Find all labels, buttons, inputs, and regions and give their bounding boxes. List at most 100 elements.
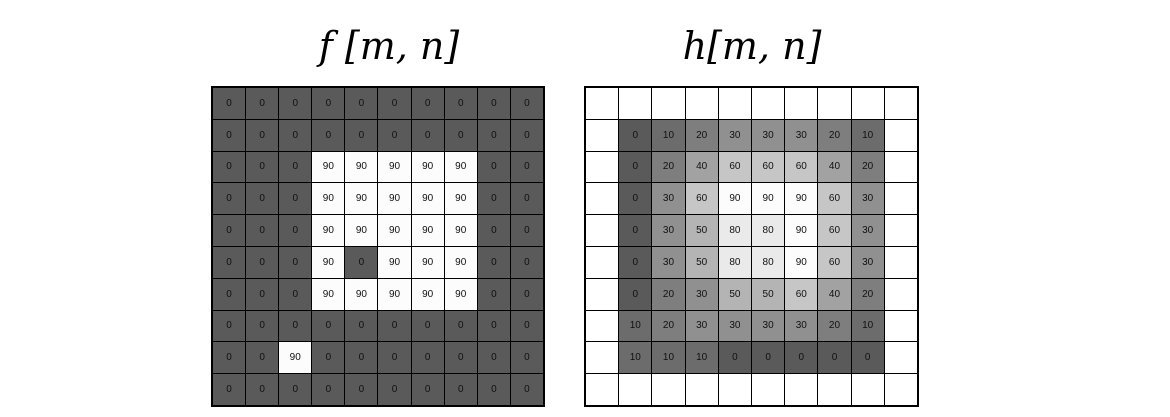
input-pixel-cell: 0 bbox=[246, 183, 279, 215]
input-pixel-cell: 0 bbox=[510, 342, 543, 374]
output-pixel-cell: 30 bbox=[685, 278, 718, 310]
output-pixel-cell: 20 bbox=[818, 310, 851, 342]
output-pixel-cell bbox=[818, 374, 851, 405]
input-pixel-cell: 0 bbox=[279, 215, 312, 246]
input-pixel-cell: 0 bbox=[345, 88, 378, 119]
output-pixel-cell bbox=[884, 215, 917, 246]
output-pixel-cell: 0 bbox=[785, 342, 818, 374]
input-pixel-cell: 0 bbox=[510, 374, 543, 405]
output-pixel-cell: 10 bbox=[652, 119, 685, 151]
input-pixel-cell: 0 bbox=[477, 215, 510, 246]
input-pixel-cell: 90 bbox=[345, 151, 378, 183]
output-pixel-cell: 20 bbox=[652, 278, 685, 310]
output-pixel-cell bbox=[884, 310, 917, 342]
output-pixel-cell: 80 bbox=[718, 246, 751, 278]
output-pixel-cell: 0 bbox=[818, 342, 851, 374]
input-pixel-cell: 0 bbox=[246, 374, 279, 405]
input-pixel-cell: 0 bbox=[213, 342, 246, 374]
output-pixel-cell bbox=[652, 374, 685, 405]
input-pixel-cell: 0 bbox=[279, 151, 312, 183]
output-pixel-cell bbox=[752, 88, 785, 119]
input-pixel-cell: 0 bbox=[510, 119, 543, 151]
output-pixel-cell bbox=[884, 374, 917, 405]
input-pixel-cell: 0 bbox=[477, 310, 510, 342]
output-pixel-cell bbox=[586, 342, 619, 374]
output-pixel-cell bbox=[851, 88, 884, 119]
input-pixel-cell: 0 bbox=[477, 119, 510, 151]
output-pixel-cell: 10 bbox=[619, 342, 652, 374]
input-pixel-cell: 0 bbox=[411, 342, 444, 374]
input-pixel-cell: 0 bbox=[279, 183, 312, 215]
output-pixel-cell bbox=[652, 88, 685, 119]
input-pixel-cell: 90 bbox=[444, 215, 477, 246]
input-pixel-cell: 90 bbox=[444, 183, 477, 215]
output-pixel-cell: 0 bbox=[619, 246, 652, 278]
input-pixel-cell: 0 bbox=[246, 88, 279, 119]
output-pixel-cell bbox=[586, 119, 619, 151]
input-pixel-cell: 0 bbox=[213, 278, 246, 310]
input-pixel-cell: 0 bbox=[510, 215, 543, 246]
output-pixel-cell: 0 bbox=[752, 342, 785, 374]
output-pixel-cell: 60 bbox=[818, 183, 851, 215]
output-pixel-cell: 90 bbox=[785, 215, 818, 246]
input-pixel-cell: 0 bbox=[312, 310, 345, 342]
input-pixel-cell: 0 bbox=[444, 119, 477, 151]
input-pixel-cell: 0 bbox=[378, 119, 411, 151]
output-pixel-cell: 0 bbox=[718, 342, 751, 374]
output-pixel-cell: 40 bbox=[818, 151, 851, 183]
input-pixel-cell: 0 bbox=[246, 278, 279, 310]
output-pixel-cell bbox=[884, 342, 917, 374]
input-image-title: f [m, n] bbox=[318, 24, 460, 68]
input-pixel-cell: 90 bbox=[378, 246, 411, 278]
input-pixel-cell: 90 bbox=[312, 246, 345, 278]
input-pixel-cell: 0 bbox=[345, 246, 378, 278]
output-pixel-cell: 20 bbox=[652, 151, 685, 183]
output-pixel-cell: 50 bbox=[718, 278, 751, 310]
input-pixel-cell: 0 bbox=[213, 374, 246, 405]
output-pixel-cell: 30 bbox=[652, 215, 685, 246]
input-pixel-cell: 0 bbox=[477, 88, 510, 119]
output-pixel-cell: 0 bbox=[619, 215, 652, 246]
output-pixel-cell bbox=[818, 88, 851, 119]
input-pixel-cell: 90 bbox=[312, 215, 345, 246]
output-pixel-cell bbox=[785, 88, 818, 119]
input-pixel-cell: 0 bbox=[510, 310, 543, 342]
output-pixel-cell bbox=[586, 215, 619, 246]
input-pixel-cell: 0 bbox=[444, 342, 477, 374]
output-pixel-cell bbox=[586, 310, 619, 342]
output-pixel-cell: 60 bbox=[718, 151, 751, 183]
input-pixel-cell: 0 bbox=[345, 119, 378, 151]
input-pixel-cell: 90 bbox=[378, 215, 411, 246]
output-pixel-cell: 30 bbox=[685, 310, 718, 342]
output-pixel-cell bbox=[586, 374, 619, 405]
output-pixel-cell: 60 bbox=[785, 151, 818, 183]
input-pixel-cell: 90 bbox=[345, 215, 378, 246]
input-pixel-cell: 90 bbox=[444, 151, 477, 183]
input-pixel-cell: 0 bbox=[378, 342, 411, 374]
input-pixel-cell: 0 bbox=[312, 88, 345, 119]
input-pixel-cell: 0 bbox=[279, 246, 312, 278]
output-pixel-cell: 30 bbox=[752, 119, 785, 151]
input-pixel-cell: 0 bbox=[411, 88, 444, 119]
input-pixel-cell: 0 bbox=[213, 183, 246, 215]
input-pixel-cell: 90 bbox=[444, 246, 477, 278]
output-pixel-cell: 80 bbox=[752, 246, 785, 278]
output-pixel-cell bbox=[586, 151, 619, 183]
output-pixel-cell: 30 bbox=[752, 310, 785, 342]
input-pixel-cell: 0 bbox=[345, 310, 378, 342]
input-pixel-cell: 0 bbox=[510, 88, 543, 119]
input-pixel-cell: 90 bbox=[411, 215, 444, 246]
output-pixel-cell bbox=[884, 278, 917, 310]
input-pixel-cell: 90 bbox=[411, 183, 444, 215]
input-pixel-cell: 0 bbox=[246, 342, 279, 374]
output-pixel-cell: 10 bbox=[851, 119, 884, 151]
input-pixel-cell: 90 bbox=[345, 183, 378, 215]
output-pixel-cell bbox=[884, 151, 917, 183]
input-pixel-cell: 0 bbox=[345, 342, 378, 374]
input-pixel-cell: 0 bbox=[312, 342, 345, 374]
output-pixel-cell: 90 bbox=[785, 183, 818, 215]
input-pixel-cell: 0 bbox=[279, 310, 312, 342]
output-pixel-cell: 90 bbox=[718, 183, 751, 215]
input-pixel-cell: 0 bbox=[345, 374, 378, 405]
